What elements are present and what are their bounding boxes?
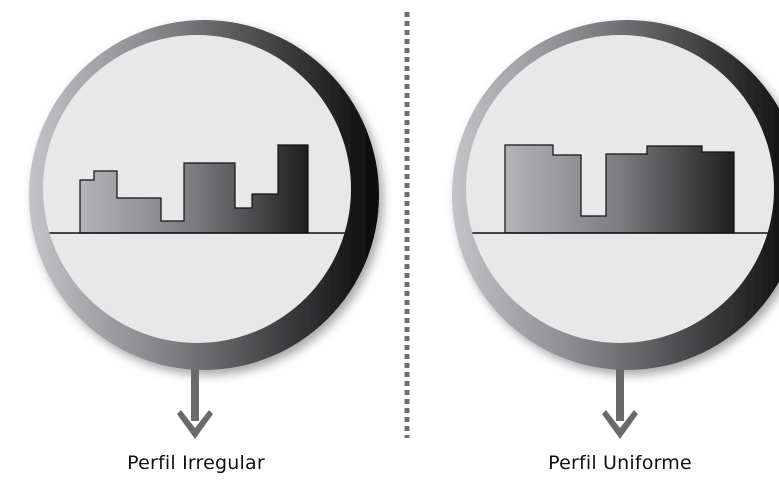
down-arrow-icon (602, 369, 638, 439)
uniform-skyline (504, 144, 735, 234)
right-panel (452, 20, 779, 439)
caption-irregular-profile: Perfil Irregular (127, 452, 265, 474)
down-arrow-icon (177, 369, 213, 439)
left-panel (29, 20, 379, 439)
caption-uniform-profile: Perfil Uniforme (548, 452, 692, 474)
irregular-skyline (79, 144, 309, 234)
